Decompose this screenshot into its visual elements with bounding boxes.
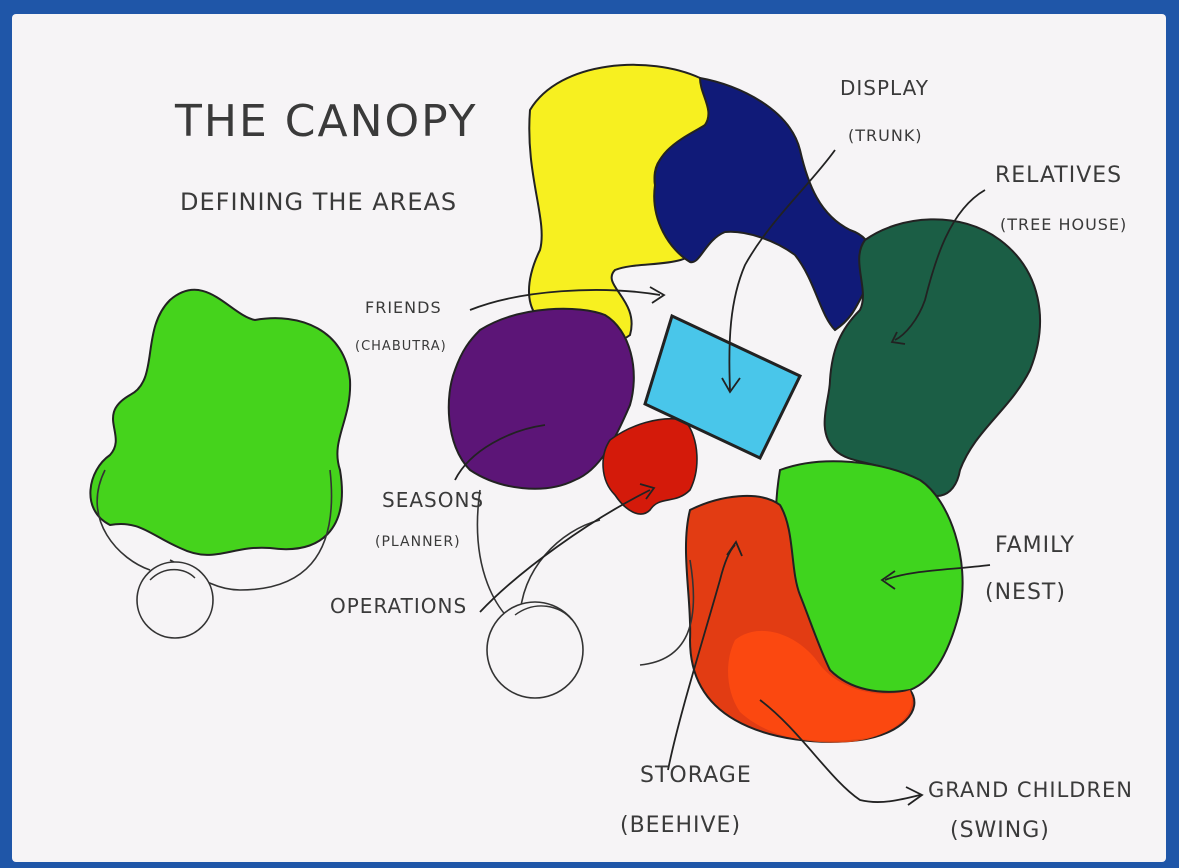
label-family: FAMILY [995, 535, 1075, 557]
label-operations: OPERATIONS [330, 596, 467, 616]
label-grand-children-alias: (SWING) [950, 820, 1050, 842]
label-grand-children: GRAND CHILDREN [928, 780, 1133, 801]
label-storage: STORAGE [640, 765, 752, 787]
label-seasons: SEASONS [382, 490, 484, 510]
canopy-title: THE CANOPY [175, 100, 478, 144]
label-friends: FRIENDS [365, 300, 442, 316]
label-seasons-alias: (PLANNER) [375, 535, 461, 549]
label-friends-alias: (CHABUTRA) [355, 340, 447, 353]
left-pedestal-ball [137, 562, 213, 638]
label-relatives-alias: (TREE HOUSE) [1000, 212, 1160, 238]
label-relatives: RELATIVES [995, 165, 1122, 187]
label-display-alias: (TRUNK) [848, 128, 923, 144]
operations-arrow [480, 490, 650, 612]
label-family-alias: (NEST) [985, 582, 1066, 604]
canopy-subtitle: DEFINING THE AREAS [180, 190, 457, 214]
label-storage-alias: (BEEHIVE) [620, 815, 741, 837]
label-display: DISPLAY [840, 78, 929, 98]
left-green-blob [90, 290, 350, 555]
